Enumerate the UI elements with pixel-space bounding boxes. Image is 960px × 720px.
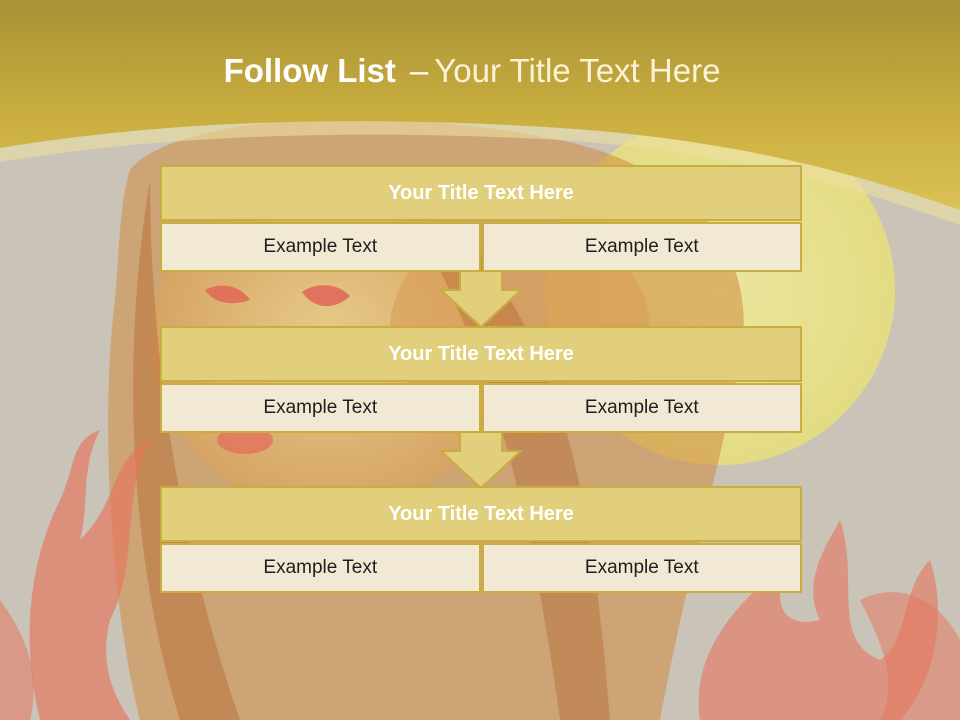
list-block-3: Your Title Text Here Example Text Exampl…: [160, 486, 802, 593]
block-title[interactable]: Your Title Text Here: [160, 486, 802, 542]
title-separator: –: [409, 52, 429, 89]
block-row: Example Text Example Text: [160, 222, 802, 272]
title-rest: Your Title Text Here: [434, 52, 721, 89]
flame-right-shape: [698, 520, 939, 720]
list-block-1: Your Title Text Here Example Text Exampl…: [160, 165, 802, 272]
down-arrow-icon: [440, 431, 522, 489]
header-band: [0, 0, 960, 210]
block-title[interactable]: Your Title Text Here: [160, 165, 802, 221]
block-cell-right[interactable]: Example Text: [481, 383, 802, 433]
block-cell-left[interactable]: Example Text: [160, 383, 481, 433]
block-cell-left[interactable]: Example Text: [160, 543, 481, 593]
block-cell-left[interactable]: Example Text: [160, 222, 481, 272]
page-title: Follow List–Your Title Text Here: [0, 52, 944, 90]
down-arrow-icon: [440, 270, 522, 328]
block-cell-right[interactable]: Example Text: [481, 222, 802, 272]
title-bold: Follow List: [223, 52, 396, 89]
flame-left-shape: [29, 430, 150, 720]
block-cell-right[interactable]: Example Text: [481, 543, 802, 593]
block-row: Example Text Example Text: [160, 543, 802, 593]
block-title[interactable]: Your Title Text Here: [160, 326, 802, 382]
list-block-2: Your Title Text Here Example Text Exampl…: [160, 326, 802, 433]
block-row: Example Text Example Text: [160, 383, 802, 433]
